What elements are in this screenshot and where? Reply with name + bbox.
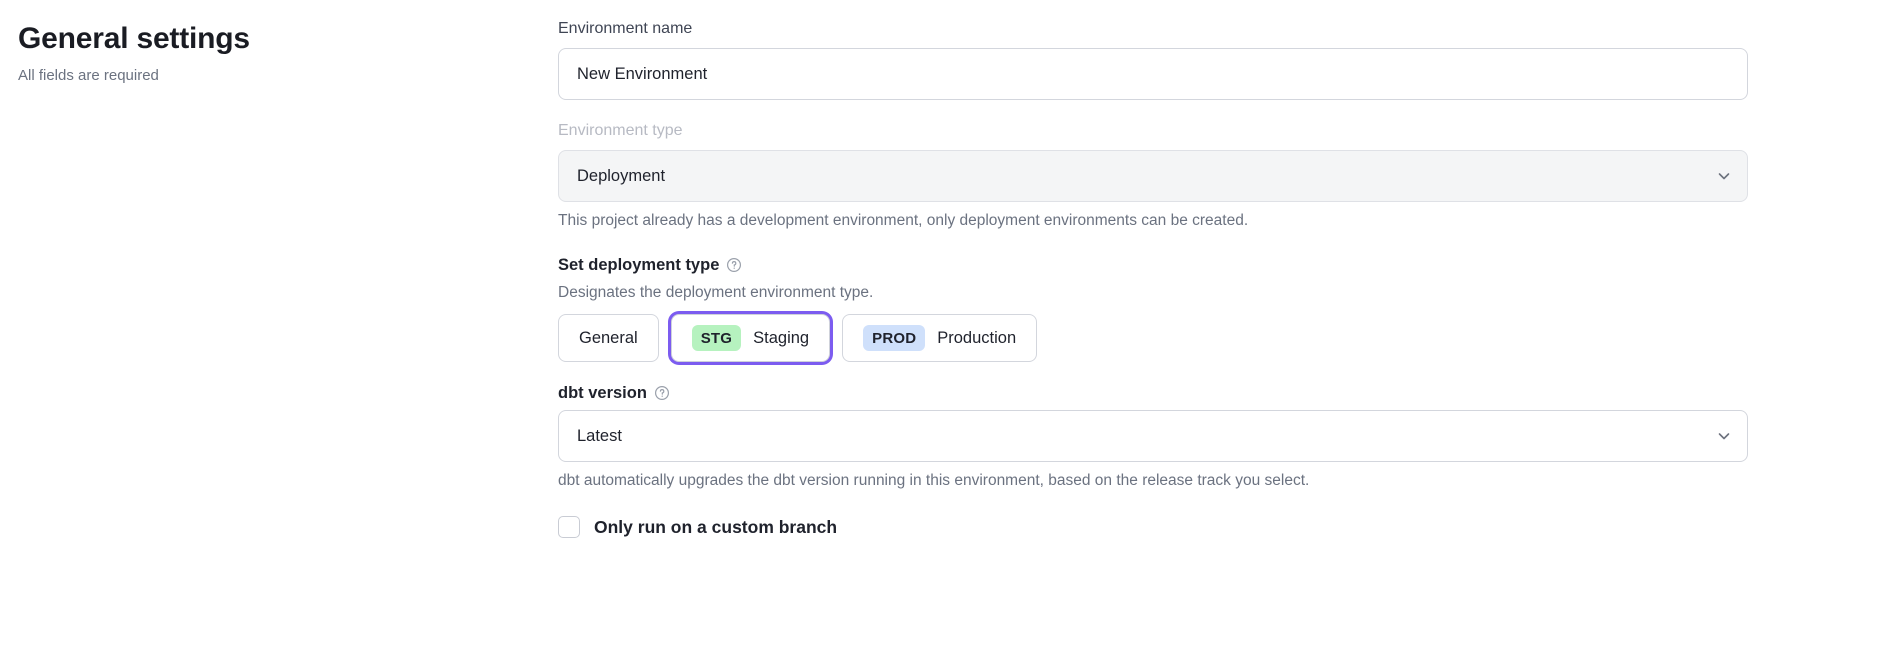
deployment-type-label: Set deployment type <box>558 256 720 274</box>
production-badge: PROD <box>863 325 926 351</box>
environment-type-select-wrap: Deployment <box>558 150 1748 202</box>
staging-badge: STG <box>691 325 742 351</box>
environment-name-label: Environment name <box>558 20 693 37</box>
environment-type-helper: This project already has a development e… <box>558 212 1249 229</box>
environment-name-field: Environment name <box>558 18 1748 100</box>
dbt-version-select-wrap: Latest <box>558 410 1748 462</box>
environment-type-field: Environment type Deployment This project… <box>558 120 1748 232</box>
deployment-type-option-staging-label: Staging <box>753 328 810 347</box>
deployment-type-field: Set deployment type Designates the deplo… <box>558 254 1748 362</box>
question-circle-icon[interactable] <box>654 385 670 401</box>
dbt-version-label-row: dbt version <box>558 382 1748 404</box>
deployment-type-label-row: Set deployment type <box>558 254 1748 276</box>
deployment-type-option-general-label: General <box>579 328 638 347</box>
custom-branch-row: Only run on a custom branch <box>558 516 1748 538</box>
spacer <box>558 232 1748 254</box>
custom-branch-label[interactable]: Only run on a custom branch <box>594 516 838 537</box>
deployment-type-description: Designates the deployment environment ty… <box>558 284 874 301</box>
deployment-type-option-production-label: Production <box>937 328 1017 347</box>
spacer <box>558 100 1748 120</box>
environment-type-select: Deployment <box>558 150 1748 202</box>
page-title: General settings <box>18 22 250 55</box>
dbt-version-helper: dbt automatically upgrades the dbt versi… <box>558 472 1310 489</box>
page-subtitle: All fields are required <box>18 67 159 84</box>
deployment-type-option-general[interactable]: General <box>558 314 659 362</box>
deployment-type-option-staging[interactable]: STG Staging <box>670 314 831 362</box>
environment-name-input[interactable] <box>558 48 1748 100</box>
deployment-type-option-production[interactable]: PROD Production <box>842 314 1038 362</box>
dbt-version-select[interactable]: Latest <box>558 410 1748 462</box>
question-circle-icon[interactable] <box>726 257 742 273</box>
general-settings-form: Environment name Environment type Deploy… <box>558 18 1748 538</box>
settings-header-column: General settings All fields are required <box>18 18 558 86</box>
environment-type-value: Deployment <box>577 166 666 185</box>
deployment-type-options: General STG Staging PROD Production <box>558 314 1748 362</box>
dbt-version-label: dbt version <box>558 384 647 402</box>
dbt-version-value: Latest <box>577 426 622 445</box>
custom-branch-checkbox[interactable] <box>558 516 580 538</box>
spacer <box>558 362 1748 382</box>
dbt-version-field: dbt version Latest dbt automatically <box>558 382 1748 492</box>
environment-type-label: Environment type <box>558 122 683 139</box>
